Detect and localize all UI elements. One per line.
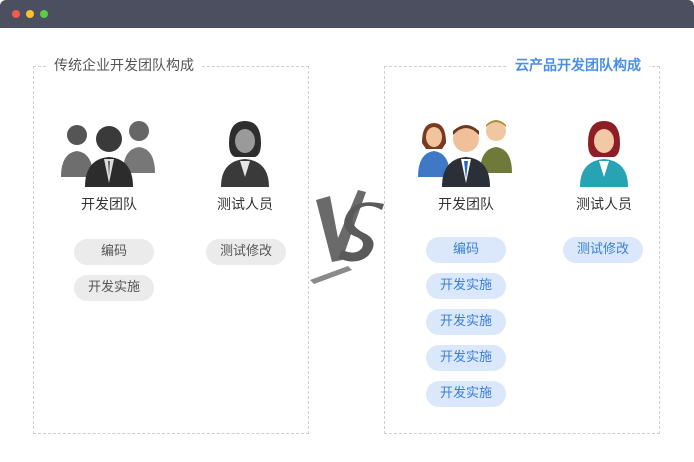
task-pill: 开发实施 (426, 273, 506, 299)
tester-label: 测试人员 (217, 197, 273, 213)
tester-color-icon (580, 121, 628, 187)
cloud-team-title: 云产品开发团队构成 (507, 56, 649, 76)
dev-team-group: 开发团队 (54, 117, 164, 215)
dev-team-label: 开发团队 (81, 197, 137, 213)
window-title-bar (0, 0, 694, 28)
task-pill: 编码 (74, 239, 154, 265)
maximize-window-button[interactable] (40, 10, 48, 18)
dev-team-group: 开发团队 (411, 117, 521, 215)
task-pill: 编码 (426, 237, 506, 263)
close-window-button[interactable] (12, 10, 20, 18)
tester-label: 测试人员 (576, 197, 632, 213)
team-gray-icon (61, 121, 155, 187)
tester-group: 测试人员 (190, 117, 300, 215)
tester-gray-icon (221, 121, 269, 187)
task-pill: 测试修改 (563, 237, 643, 263)
traditional-team-title: 传统企业开发团队构成 (46, 56, 202, 76)
task-pill: 开发实施 (74, 275, 154, 301)
task-pill: 开发实施 (426, 345, 506, 371)
minimize-window-button[interactable] (26, 10, 34, 18)
task-pill: 测试修改 (206, 239, 286, 265)
dev-team-label: 开发团队 (438, 197, 494, 213)
vs-brush-icon (310, 190, 384, 284)
tester-group: 测试人员 (549, 117, 659, 215)
task-pill: 开发实施 (426, 309, 506, 335)
cloud-team-panel: 云产品开发团队构成 开发团队 测试人员 编码 开发实施 (384, 56, 660, 434)
traditional-team-panel: 传统企业开发团队构成 开发团队 测试人员 编码 开发实施 测试修改 (33, 56, 309, 434)
team-color-icon (418, 120, 512, 187)
task-pill: 开发实施 (426, 381, 506, 407)
